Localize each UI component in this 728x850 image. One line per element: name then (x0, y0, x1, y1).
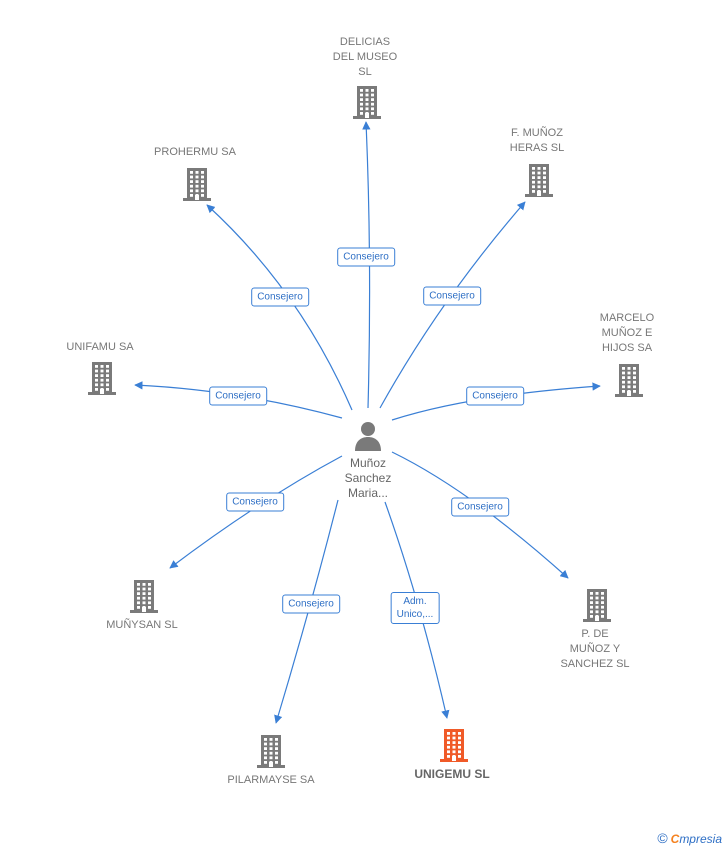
company-building-icon[interactable] (351, 84, 383, 120)
edge-label-marcelo[interactable]: Consejero (466, 386, 524, 406)
edge-label-fmunoz[interactable]: Consejero (423, 286, 481, 306)
company-building-icon[interactable] (523, 162, 555, 198)
company-name-unifamu[interactable]: UNIFAMU SA (66, 341, 134, 353)
edge-label-unigemu[interactable]: Adm. Unico,... (390, 592, 440, 624)
company-name-munysan[interactable]: MUÑYSAN SL (106, 619, 178, 631)
brand-logo-letter: C (670, 832, 680, 846)
company-name-fmunoz[interactable]: F. MUÑOZ HERAS SL (509, 127, 565, 154)
footer-brand: ©Cmpresia (657, 830, 722, 846)
company-building-icon[interactable] (255, 733, 287, 769)
edge-label-pilarmayse[interactable]: Consejero (282, 594, 340, 614)
edge-label-munysan[interactable]: Consejero (226, 492, 284, 512)
company-building-icon[interactable] (613, 362, 645, 398)
center-person-name[interactable]: Muñoz Sanchez Maria... (344, 456, 392, 500)
company-building-icon[interactable] (581, 587, 613, 623)
edge-label-pdemunoz[interactable]: Consejero (451, 497, 509, 517)
edge-label-prohermu[interactable]: Consejero (251, 287, 309, 307)
company-name-marcelo[interactable]: MARCELO MUÑOZ E HIJOS SA (599, 312, 655, 354)
company-name-unigemu[interactable]: UNIGEMU SL (414, 767, 490, 781)
company-building-icon[interactable] (86, 360, 118, 396)
company-name-pilarmayse[interactable]: PILARMAYSE SA (227, 774, 315, 786)
edge-label-delicias[interactable]: Consejero (337, 247, 395, 267)
company-building-icon[interactable] (438, 727, 470, 763)
edge-label-unifamu[interactable]: Consejero (209, 386, 267, 406)
copyright-symbol: © (657, 830, 668, 846)
company-name-delicias[interactable]: DELICIAS DEL MUSEO SL (332, 36, 398, 78)
person-icon[interactable] (353, 420, 383, 452)
edge-prohermu (206, 204, 353, 411)
company-building-icon[interactable] (181, 166, 213, 202)
edge-munysan (169, 455, 343, 569)
company-name-pdemunoz[interactable]: P. DE MUÑOZ Y SANCHEZ SL (560, 628, 630, 670)
brand-logo-text: mpresia (679, 832, 722, 846)
company-name-prohermu[interactable]: PROHERMU SA (154, 146, 236, 158)
company-building-icon[interactable] (128, 578, 160, 614)
